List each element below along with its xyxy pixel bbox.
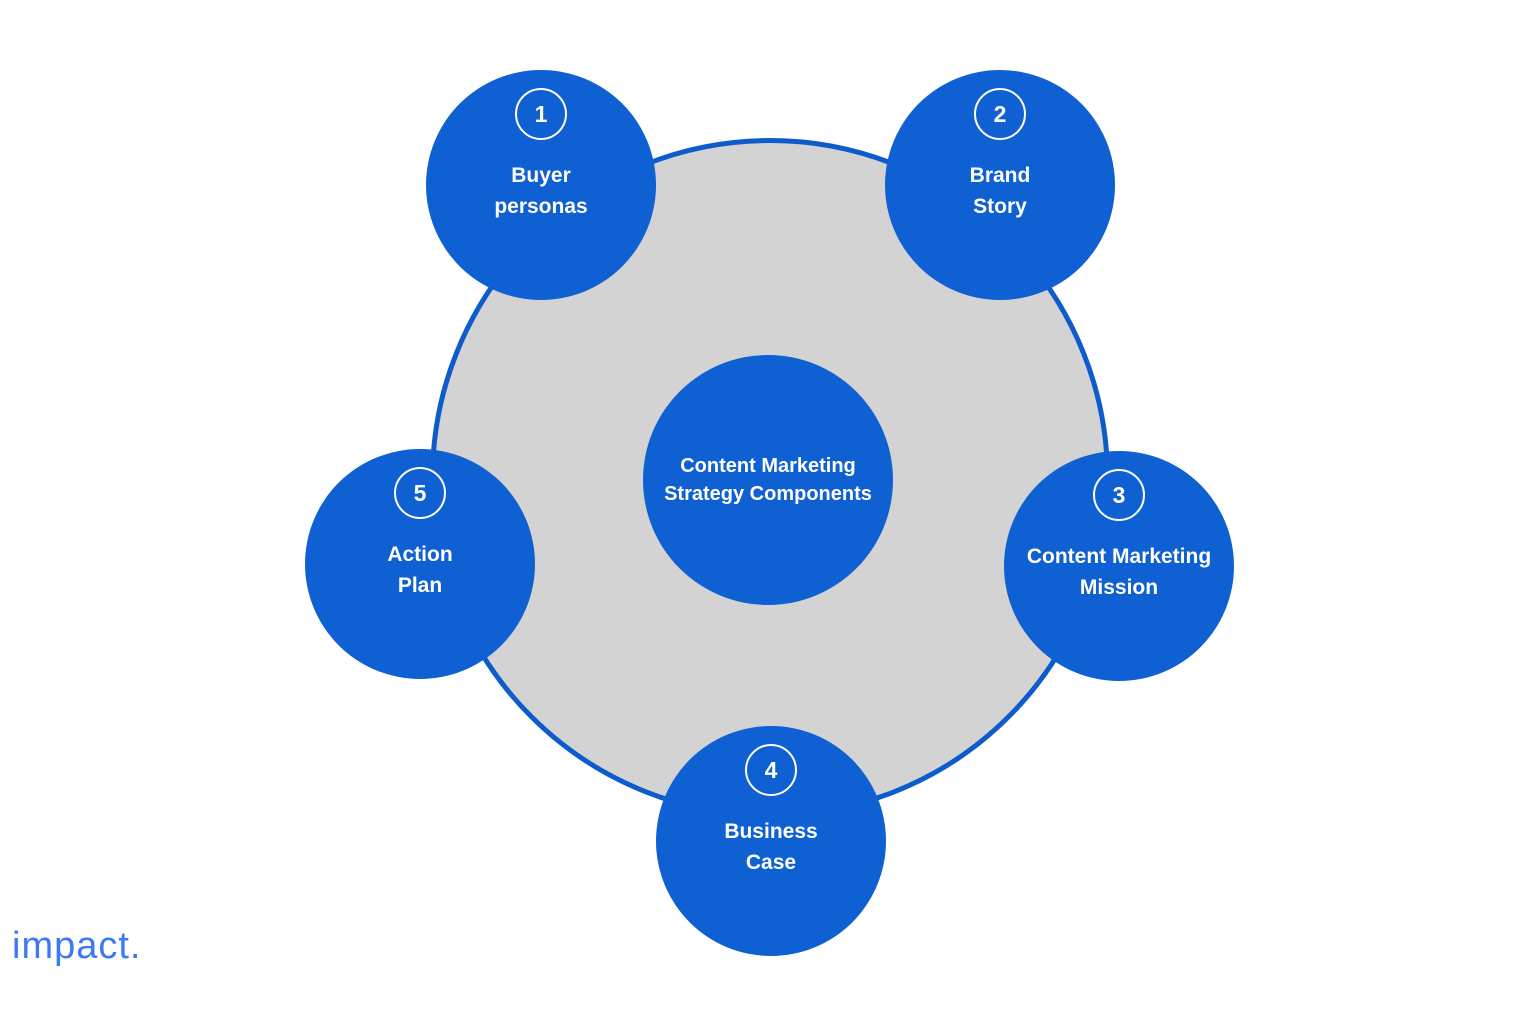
center-title-line: Strategy Components [664,483,872,505]
node-label-line: Mission [1079,576,1159,599]
node-label-line: Buyer [511,164,571,187]
node-number-badge: 1 [515,88,567,140]
node-number-badge: 3 [1093,469,1145,521]
node-content-marketing-mission: 3 Content Marketing Mission [1004,451,1234,681]
node-label-line: Case [745,851,797,874]
node-label: Buyer personas [431,160,651,222]
node-label: Brand Story [890,160,1110,222]
node-number: 3 [1112,481,1126,508]
center-hub-circle: Content Marketing Strategy Components [643,355,893,605]
node-action-plan: 5 Action Plan [305,449,535,679]
node-number: 2 [993,100,1007,127]
node-number: 5 [413,479,427,506]
node-label-line: Business [724,820,818,843]
node-number-badge: 2 [974,88,1026,140]
node-business-case: 4 Business Case [656,726,886,956]
node-label-line: Content Marketing [1026,545,1212,568]
node-label-line: Brand [969,164,1031,187]
center-title-line: Content Marketing [680,455,856,477]
node-brand-story: 2 Brand Story [885,70,1115,300]
node-label-line: Story [973,195,1027,218]
node-number-badge: 4 [745,744,797,796]
node-label-line: Plan [397,574,443,597]
node-label-line: personas [494,195,588,218]
node-label: Business Case [661,816,881,878]
node-label: Action Plan [310,539,530,601]
node-buyer-personas: 1 Buyer personas [426,70,656,300]
node-label: Content Marketing Mission [1009,541,1229,603]
node-number-badge: 5 [394,467,446,519]
node-label-line: Action [387,543,453,566]
node-number: 1 [534,100,548,127]
node-number: 4 [764,756,778,783]
impact-logo: impact. [12,925,142,967]
